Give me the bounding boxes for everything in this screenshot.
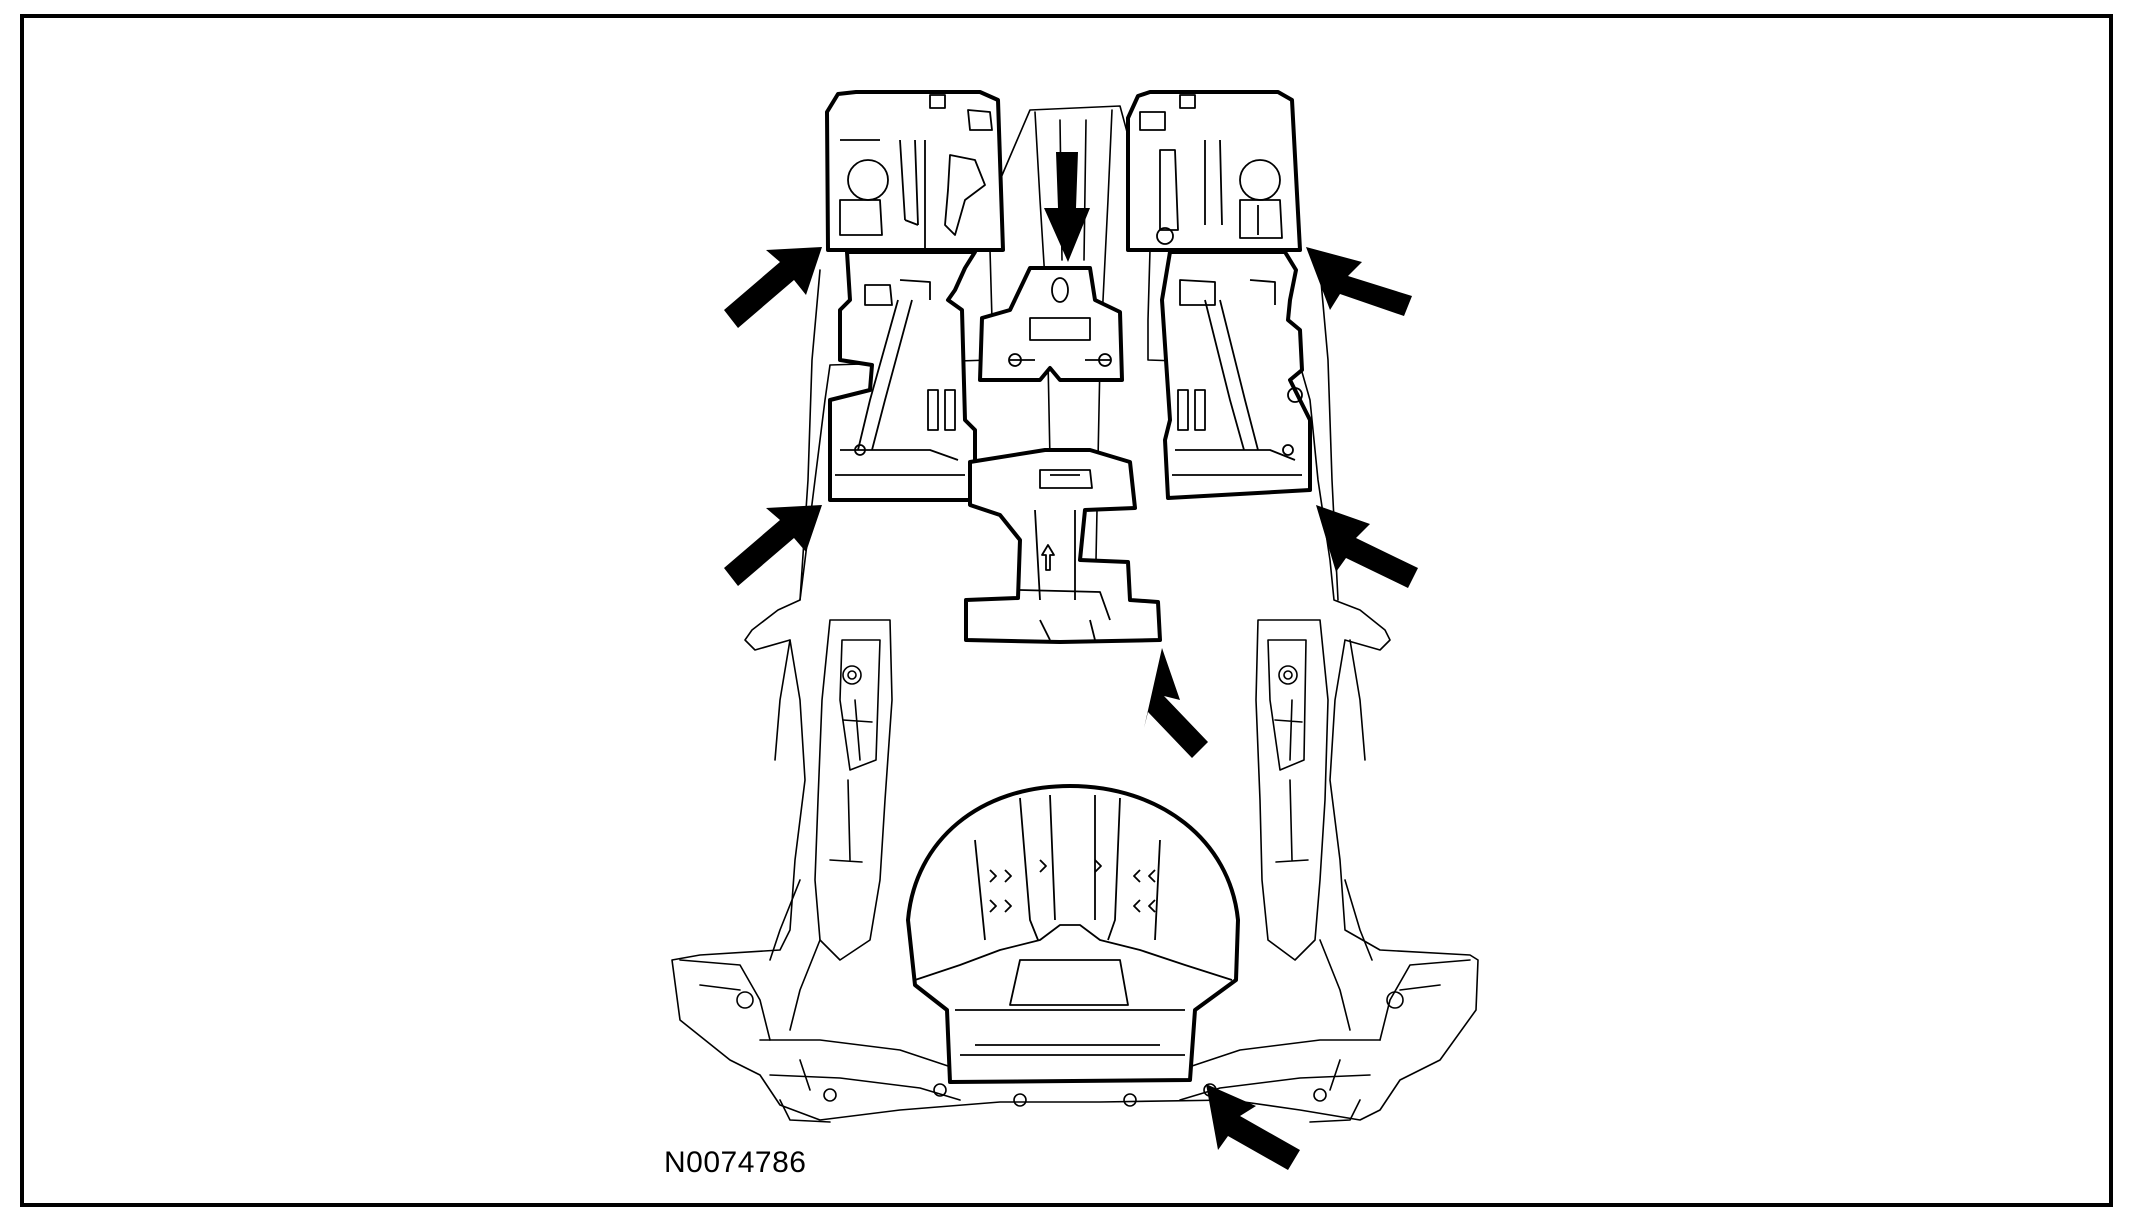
arrow-rear-right bbox=[1316, 505, 1418, 588]
spare-wheel-well-pad bbox=[906, 784, 1240, 1084]
front-tunnel-pad bbox=[978, 266, 1124, 382]
rear-left-floor-pad bbox=[828, 250, 977, 502]
arrow-front-right bbox=[1306, 247, 1412, 316]
front-left-floor-pad bbox=[825, 90, 1005, 252]
figure-id-label: N0074786 bbox=[664, 1146, 807, 1179]
arrow-spare-wheel-well bbox=[1206, 1084, 1300, 1170]
front-right-floor-pad bbox=[1126, 90, 1302, 252]
arrow-front-left bbox=[724, 247, 822, 328]
arrow-front-tunnel bbox=[1044, 152, 1090, 262]
rear-tunnel-pad bbox=[964, 448, 1162, 644]
arrow-rear-tunnel bbox=[1144, 648, 1208, 758]
rear-right-floor-pad bbox=[1160, 250, 1312, 500]
arrow-rear-left bbox=[724, 505, 822, 586]
